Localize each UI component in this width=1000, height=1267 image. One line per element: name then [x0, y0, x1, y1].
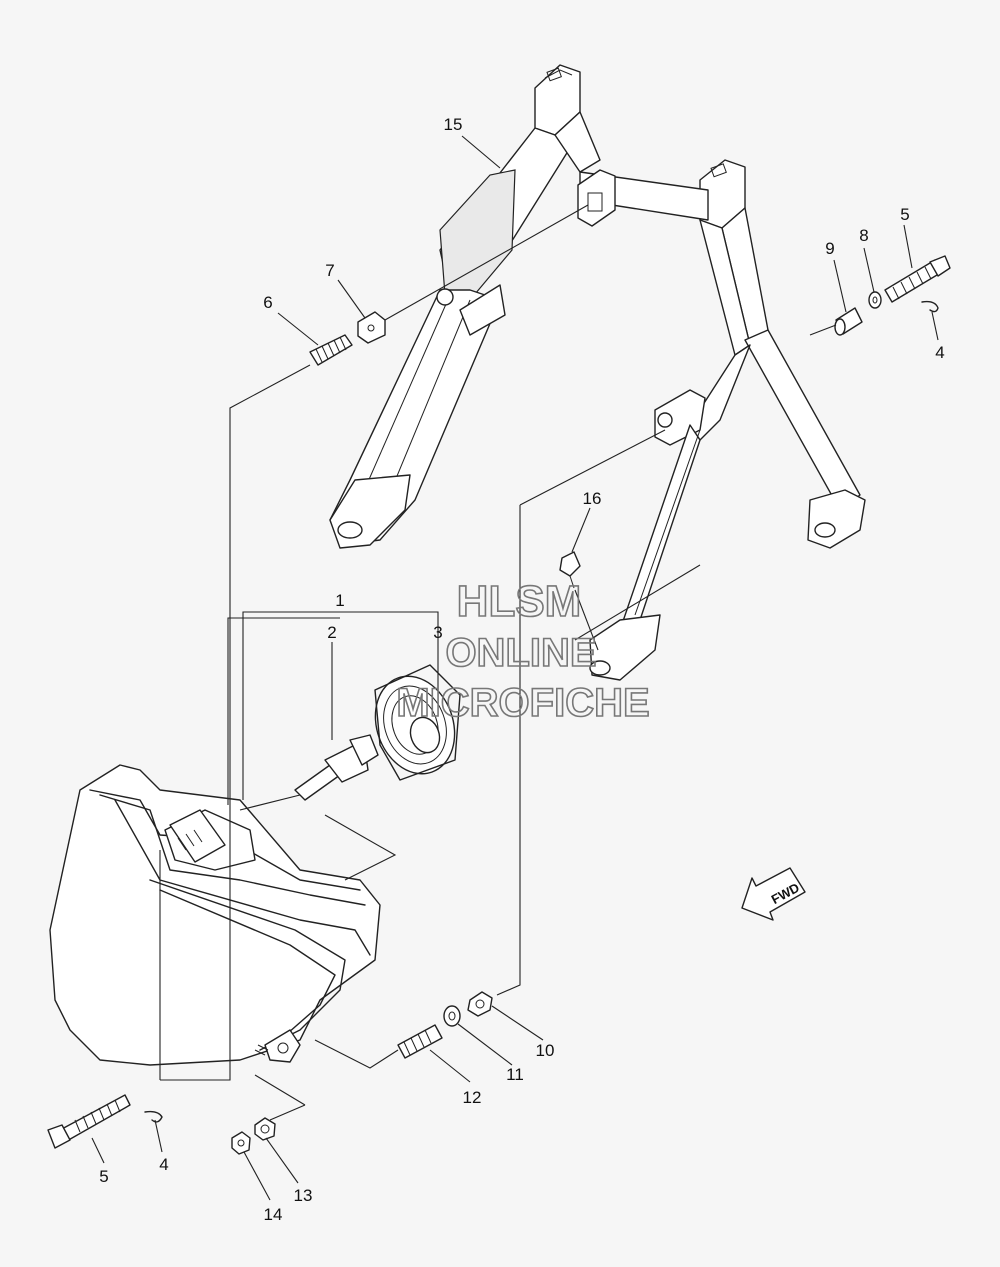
watermark: HLSM ONLINE MICROFICHE — [396, 576, 651, 726]
part-2-bulb — [294, 734, 379, 801]
watermark-line-2: ONLINE — [445, 631, 596, 675]
callout-14: 14 — [264, 1205, 283, 1224]
callout-15: 15 — [444, 115, 463, 134]
callout-13: 13 — [294, 1186, 313, 1205]
callout-4-lower: 4 — [159, 1155, 168, 1174]
callout-16: 16 — [583, 489, 602, 508]
callout-11: 11 — [506, 1065, 524, 1084]
part-6-spring — [309, 334, 353, 366]
callout-1: 1 — [335, 591, 344, 610]
callout-8: 8 — [859, 226, 868, 245]
callout-5-upper: 5 — [900, 205, 909, 224]
callout-4-upper: 4 — [935, 343, 944, 362]
lower-fasteners — [47, 991, 493, 1155]
watermark-line-1: HLSM — [457, 577, 582, 626]
headlight-housing — [49, 764, 381, 1066]
callout-3: 3 — [433, 623, 442, 642]
headlight-stay — [329, 64, 866, 681]
fwd-arrow: FWD — [741, 867, 806, 921]
part-7-nut-plate — [357, 311, 386, 344]
callout-12: 12 — [463, 1088, 482, 1107]
watermark-line-3: MICROFICHE — [396, 681, 649, 725]
guide-lines — [159, 204, 837, 1121]
callout-7: 7 — [325, 261, 334, 280]
callout-10: 10 — [536, 1041, 555, 1060]
part-3-socket-cover — [374, 664, 461, 781]
callout-leaders — [91, 135, 939, 1201]
callout-9: 9 — [825, 239, 834, 258]
callout-2: 2 — [327, 623, 336, 642]
callout-5-lower: 5 — [99, 1167, 108, 1186]
right-fasteners — [834, 255, 951, 336]
part-16-clip — [559, 551, 581, 589]
callout-labels: 15 7 6 9 8 5 4 16 1 2 3 10 11 12 5 4 13 … — [99, 115, 944, 1224]
callout-6: 6 — [263, 293, 272, 312]
